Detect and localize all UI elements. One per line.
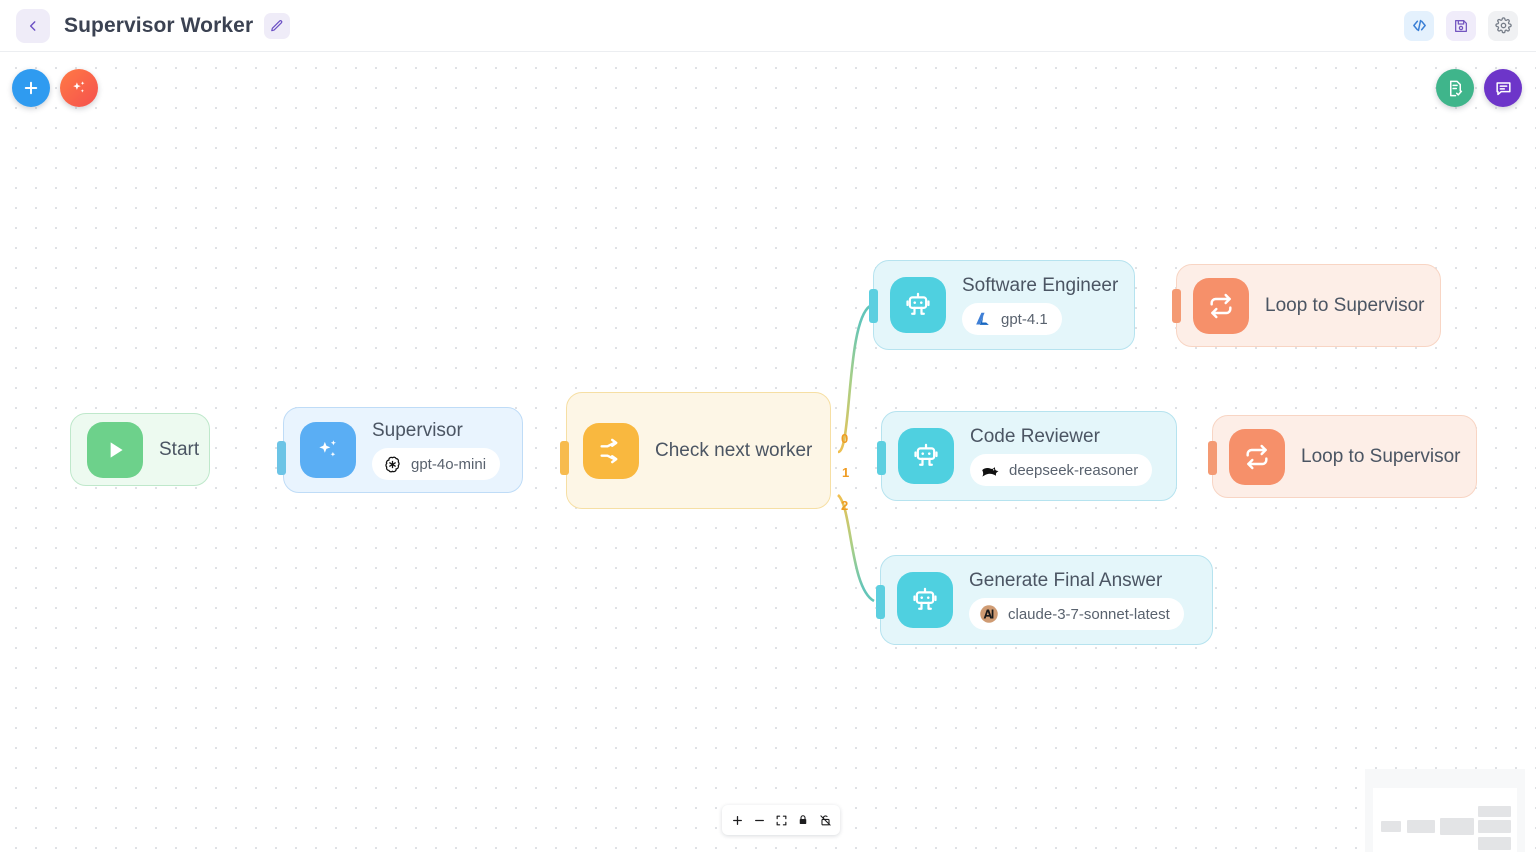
robot-icon xyxy=(898,428,954,484)
play-glyph xyxy=(110,441,123,458)
node-title: Start xyxy=(159,438,200,460)
minimap-viewport[interactable] xyxy=(1373,788,1517,852)
back-button[interactable] xyxy=(16,8,50,43)
edit-title-button[interactable] xyxy=(264,12,291,39)
fit-screen-icon xyxy=(776,815,786,825)
node-title: Loop to Supervisor xyxy=(1265,294,1425,316)
handle-code-reviewer-target[interactable] xyxy=(877,441,886,475)
node-title: Generate Final Answer xyxy=(969,570,1163,591)
robot-glyph xyxy=(913,587,937,610)
repeat-glyph xyxy=(1246,444,1268,469)
handle-loop1-target[interactable] xyxy=(1172,289,1181,323)
repeat-glyph xyxy=(1210,293,1232,318)
openai-logo-icon xyxy=(381,453,403,475)
branch-split-icon xyxy=(583,422,639,479)
zoom-out-button[interactable] xyxy=(748,808,770,832)
sparkles-icon xyxy=(73,81,85,93)
repeat-icon xyxy=(1193,277,1249,334)
model-name: deepseek-reasoner xyxy=(1009,461,1139,479)
robot-glyph xyxy=(906,292,930,315)
edge-label-0: 0 xyxy=(841,431,849,446)
handle-loop2-target[interactable] xyxy=(1208,441,1217,475)
node-title: Supervisor xyxy=(372,420,463,441)
ai-generate-button[interactable] xyxy=(60,69,98,107)
zoom-in-button[interactable] xyxy=(726,808,748,832)
pencil-icon xyxy=(271,19,283,31)
minimap-node xyxy=(1478,820,1511,833)
minimap-node xyxy=(1440,818,1474,835)
node-title: Loop to Supervisor xyxy=(1301,445,1461,467)
node-loop-to-supervisor-1[interactable]: Loop to Supervisor xyxy=(1176,264,1441,347)
model-badge[interactable]: gpt-4o-mini xyxy=(372,448,501,480)
model-name: gpt-4.1 xyxy=(1001,310,1048,328)
robot-glyph xyxy=(914,443,938,466)
robot-icon xyxy=(897,572,953,628)
node-start[interactable]: Start xyxy=(70,413,210,486)
flow-controls xyxy=(722,805,840,835)
node-loop-to-supervisor-2[interactable]: Loop to Supervisor xyxy=(1212,415,1477,498)
handle-software-engineer-target[interactable] xyxy=(869,289,878,323)
node-code-reviewer[interactable]: Code Reviewer deepseek-reasoner xyxy=(881,411,1177,501)
sparkles-glyph xyxy=(319,440,336,457)
lock-button[interactable] xyxy=(792,808,814,832)
fit-view-button[interactable] xyxy=(770,808,792,832)
sparkles-icon xyxy=(300,422,356,478)
azure-logo-icon xyxy=(971,308,993,330)
floppy-disk-icon xyxy=(1455,19,1467,32)
node-supervisor[interactable]: Supervisor gpt-4o-mini xyxy=(283,407,523,493)
node-title: Check next worker xyxy=(655,439,813,461)
header-actions xyxy=(1404,10,1518,41)
anthropic-glyph xyxy=(980,605,998,623)
model-name: gpt-4o-mini xyxy=(411,455,487,473)
chat-bubble-icon xyxy=(1495,81,1511,95)
code-view-button[interactable] xyxy=(1404,10,1434,41)
model-badge[interactable]: claude-3-7-sonnet-latest xyxy=(969,598,1184,630)
app-header: Supervisor Worker xyxy=(0,0,1536,52)
robot-icon xyxy=(890,277,946,333)
deepseek-logo-icon xyxy=(979,459,1001,481)
anthropic-logo-icon xyxy=(978,603,1000,625)
lock-icon xyxy=(799,815,807,824)
settings-button[interactable] xyxy=(1488,10,1518,41)
notes-button[interactable] xyxy=(1436,69,1474,107)
minus-icon xyxy=(754,819,764,821)
minimap-node xyxy=(1407,820,1435,833)
flow-canvas[interactable]: Start Supervisor xyxy=(0,52,1536,852)
handle-check-target[interactable] xyxy=(560,441,569,475)
save-button[interactable] xyxy=(1446,10,1476,41)
repeat-icon xyxy=(1229,428,1285,485)
minimap-node xyxy=(1478,837,1511,850)
code-icon xyxy=(1412,19,1426,32)
minimap[interactable] xyxy=(1365,769,1525,852)
model-badge[interactable]: gpt-4.1 xyxy=(962,303,1062,335)
model-badge[interactable]: deepseek-reasoner xyxy=(970,454,1153,486)
chat-button[interactable] xyxy=(1484,69,1522,107)
openai-glyph xyxy=(384,456,400,472)
lock-disabled-icon xyxy=(819,814,831,826)
play-icon xyxy=(87,421,143,478)
node-generate-final-answer[interactable]: Generate Final Answer claude-3-7-sonnet-… xyxy=(880,555,1213,645)
plus-icon xyxy=(24,81,38,95)
node-title: Software Engineer xyxy=(962,275,1119,296)
model-name: claude-3-7-sonnet-latest xyxy=(1008,605,1170,623)
node-title: Code Reviewer xyxy=(970,426,1100,447)
document-check-icon xyxy=(1449,80,1462,96)
azure-glyph xyxy=(975,312,989,325)
interactivity-button[interactable] xyxy=(814,808,836,832)
page-title: Supervisor Worker xyxy=(64,13,254,37)
chevron-left-icon xyxy=(29,20,36,31)
add-node-button[interactable] xyxy=(12,69,50,107)
node-software-engineer[interactable]: Software Engineer gpt-4.1 xyxy=(873,260,1135,350)
edge-label-1: 1 xyxy=(842,465,850,480)
deepseek-glyph xyxy=(981,466,998,477)
node-check-next-worker[interactable]: Check next worker xyxy=(566,392,831,509)
minimap-node xyxy=(1478,806,1511,817)
plus-icon xyxy=(732,815,742,825)
minimap-node xyxy=(1381,821,1401,832)
gear-icon xyxy=(1494,17,1512,34)
branch-split-glyph xyxy=(600,438,618,463)
edge-label-2: 2 xyxy=(841,498,849,513)
handle-supervisor-target[interactable] xyxy=(277,441,286,475)
handle-generate-final-answer-target[interactable] xyxy=(876,585,885,619)
